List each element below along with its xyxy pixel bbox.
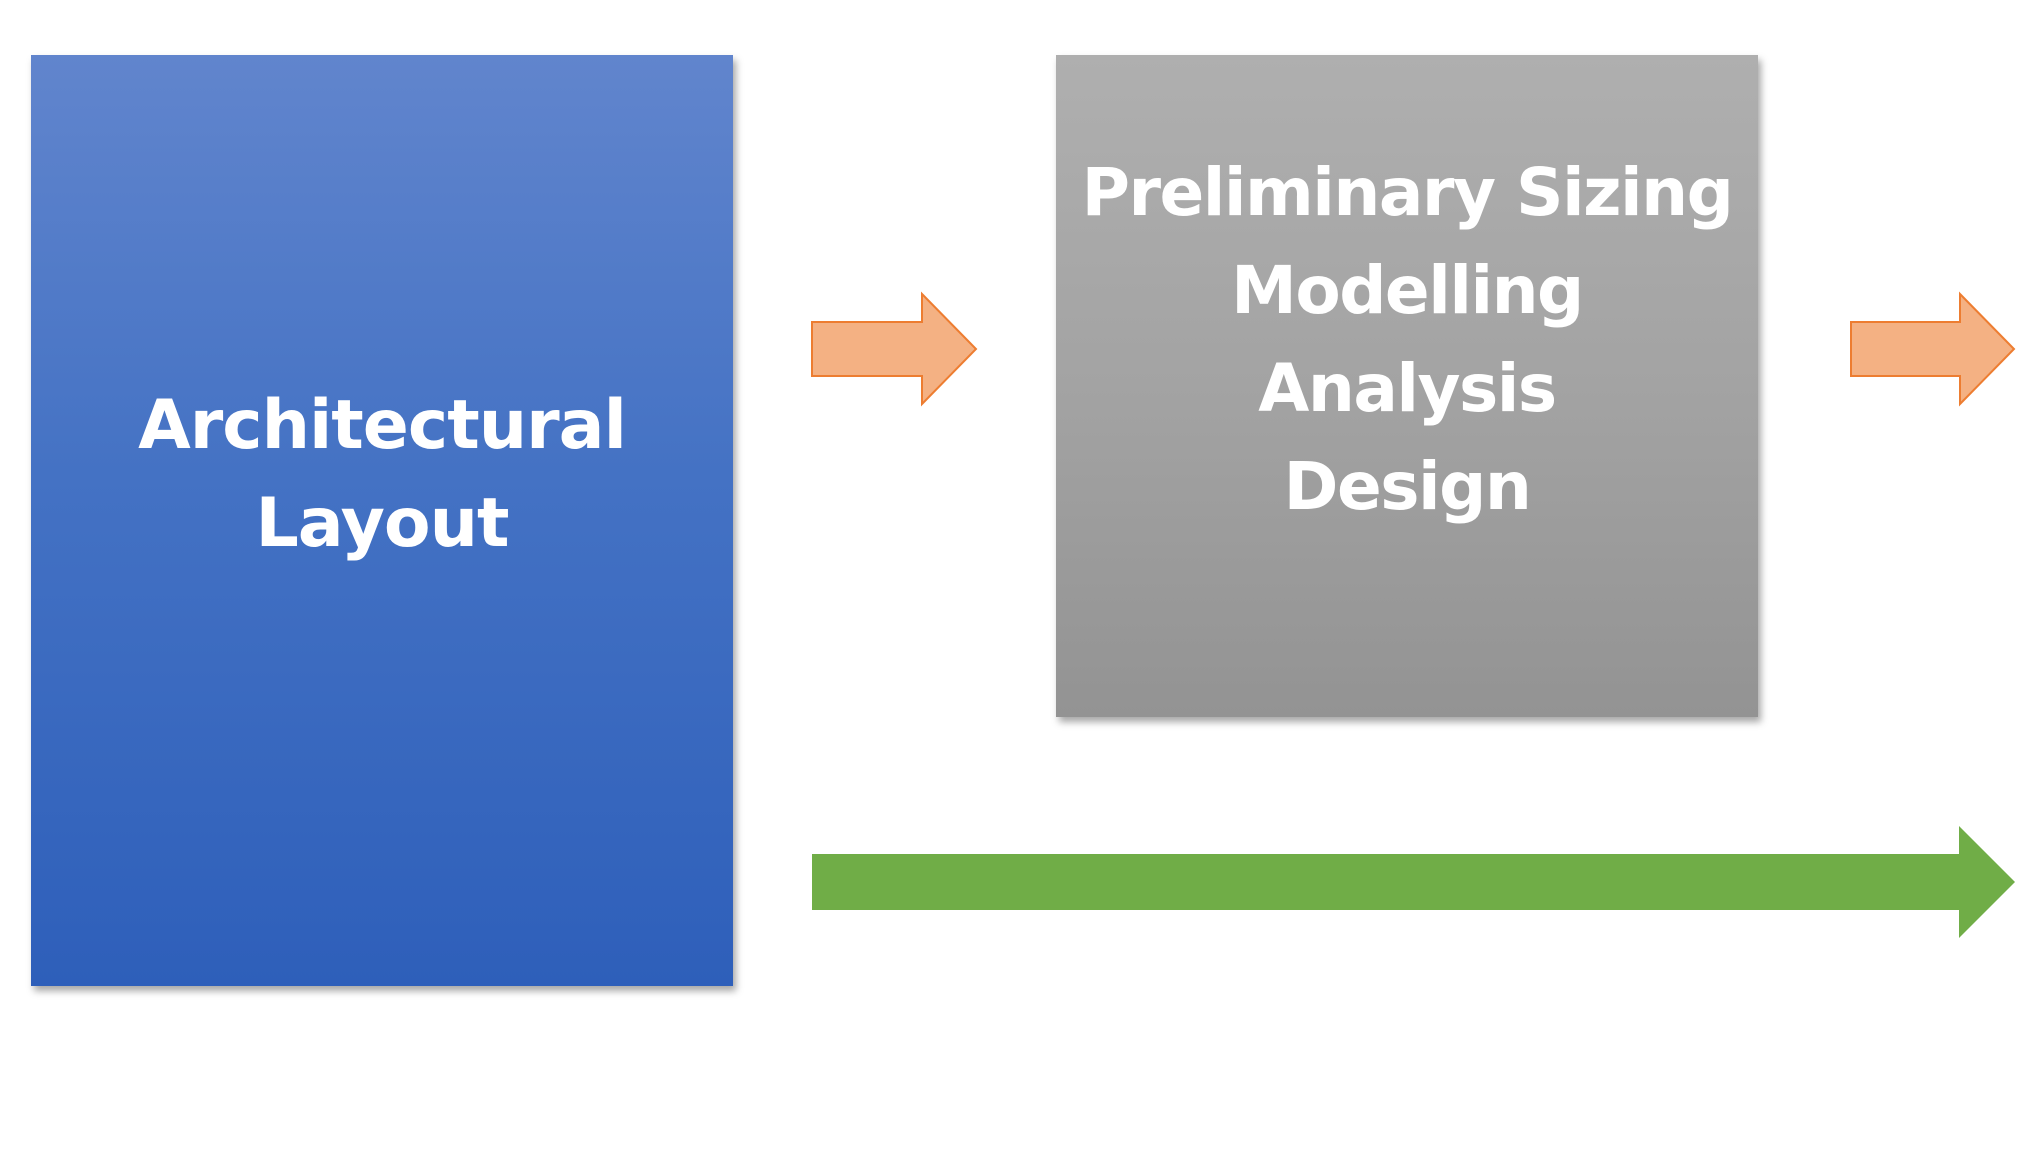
orange-arrow-2 <box>1850 291 2016 407</box>
design-stages-box: Preliminary Sizing Modelling Analysis De… <box>1056 55 1758 717</box>
preliminary-sizing-label: Preliminary Sizing <box>1081 154 1734 231</box>
architectural-layout-line-2: Layout <box>255 483 509 563</box>
design-label: Design <box>1283 448 1532 525</box>
modelling-label: Modelling <box>1231 252 1584 329</box>
architectural-layout-box: Architectural Layout <box>31 55 733 986</box>
architectural-layout-line-1: Architectural <box>138 385 627 465</box>
analysis-label: Analysis <box>1258 350 1557 427</box>
orange-arrow-1 <box>811 291 978 407</box>
green-arrow <box>812 826 2015 938</box>
